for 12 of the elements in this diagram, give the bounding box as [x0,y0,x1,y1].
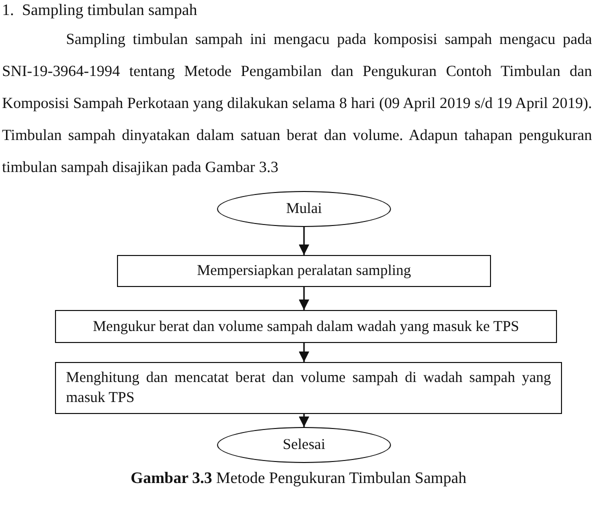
process-box: Menghitung dan mencatat berat dan volume sampah di wadah sampah yang masuk TPS [55,362,562,414]
arrow [298,343,310,362]
process-box: Mempersiapkan peralatan sampling [117,255,491,287]
section-heading: 1. Sampling timbulan sampah [2,2,198,20]
arrow [298,414,310,427]
process-box: Mengukur berat dan volume sampah dalam wadah yang masuk ke TPS [55,310,557,343]
body-paragraph: Sampling timbulan sampah ini mengacu pada komposisi sampah mengacu pada SNI-19-3964-1994 tentang Metode Pengambilan dan Pengukuran Contoh Timbulan dan Komposisi Sampah Perkotaan yang dilakukan selama 8 hari (09 April 2019 s/d 19 April 2019). Timbulan sampah dinyatakan dalam satuan berat dan volume. Adapun tahapan pengukuran timbulan sampah disajikan pada Gambar 3.3 [2,30,592,178]
terminal-oval: Selesai [217,427,391,463]
arrow [298,287,310,310]
figure-caption: Gambar 3.3 Metode Pengukuran Timbulan Sampah [130,470,468,488]
arrow [298,227,310,255]
terminal-oval: Mulai [217,191,391,227]
